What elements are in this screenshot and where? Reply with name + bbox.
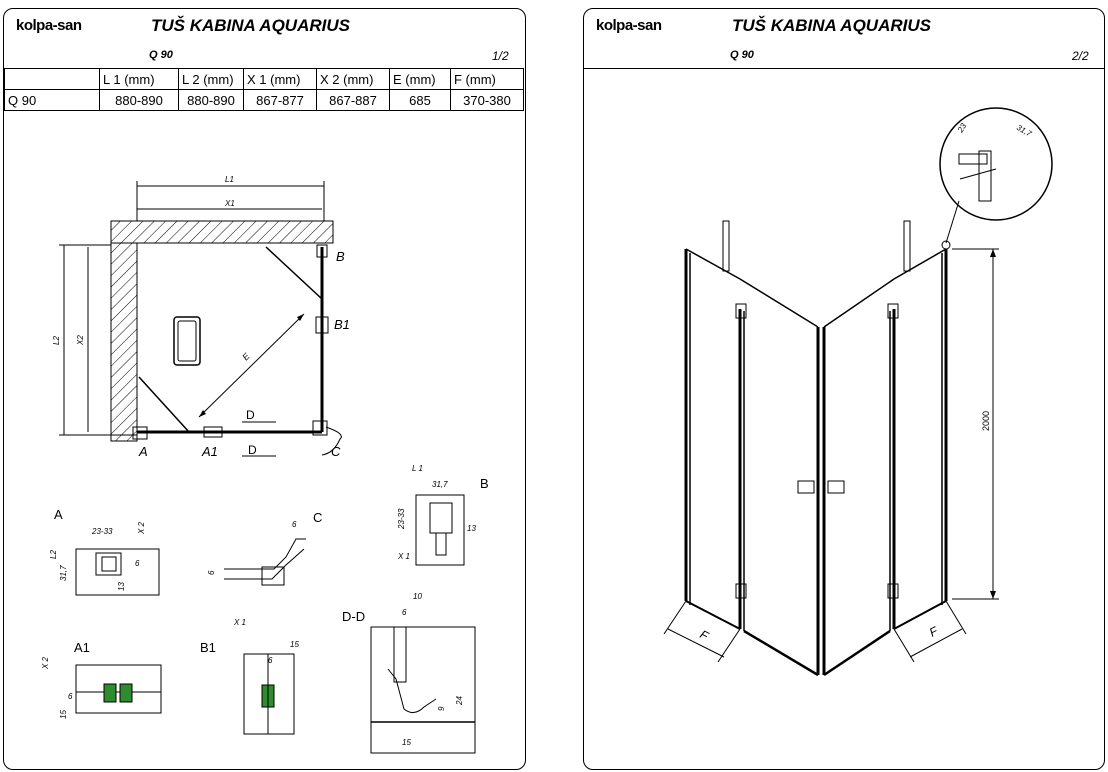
- model-code: Q 90: [149, 49, 173, 61]
- svg-text:9: 9: [437, 706, 446, 711]
- drain-inner: [177, 320, 197, 362]
- door-swing-b: [265, 246, 323, 300]
- back-wall: [110, 220, 334, 244]
- label-l2: L2: [52, 336, 61, 345]
- svg-text:6: 6: [292, 520, 297, 529]
- label-a1: A1: [201, 444, 218, 459]
- detail-a1: A1 X 2 6 15: [41, 640, 162, 719]
- table-cell: 880-890: [178, 89, 244, 111]
- detail-c: C 6 6: [207, 510, 322, 586]
- svg-text:24: 24: [455, 696, 464, 706]
- table-header-row: L 1 (mm) L 2 (mm) X 1 (mm) X 2 (mm) E (m…: [4, 68, 524, 90]
- svg-text:X 1: X 1: [397, 552, 410, 561]
- table-cell: 370-380: [450, 89, 524, 111]
- label-b: B: [336, 249, 345, 264]
- label-x1: X1: [224, 199, 235, 208]
- technical-drawing-sheet-2: 23 31,7: [663, 107, 1053, 677]
- side-wall: [110, 242, 138, 442]
- svg-text:6: 6: [135, 559, 140, 568]
- header-divider: [584, 68, 1104, 69]
- detail-b-label: B: [480, 476, 489, 491]
- svg-text:6: 6: [68, 692, 73, 701]
- technical-drawing-sheet-1: E L1 X1 L2 X2 D D: [41, 175, 489, 754]
- fitting-b1: [315, 316, 329, 334]
- sheet-title: TUŠ KABINA AQUARIUS: [732, 16, 931, 35]
- label-f-left: F: [698, 627, 711, 643]
- sheet-2: kolpa-san TUŠ KABINA AQUARIUS Q 90 2/2 2…: [583, 8, 1105, 770]
- svg-text:6: 6: [268, 656, 273, 665]
- table-row: Q 90 880-890 880-890 867-877 867-887 685…: [4, 89, 524, 111]
- label-b1: B1: [334, 317, 350, 332]
- detail-a1-label: A1: [74, 640, 90, 655]
- svg-text:15: 15: [59, 710, 68, 719]
- fitting-a1: [203, 426, 223, 438]
- svg-text:31,7: 31,7: [59, 565, 68, 581]
- label-d-bottom: D: [248, 443, 257, 457]
- fitting-c: [312, 420, 328, 436]
- table-header-cell: F (mm): [450, 68, 524, 90]
- label-height: 2000: [981, 411, 991, 431]
- table-header-cell: X 1 (mm): [243, 68, 317, 90]
- detail-a-label: A: [54, 507, 63, 522]
- svg-text:X 2: X 2: [137, 521, 146, 535]
- fitting-b: [316, 244, 328, 258]
- fitting-a: [132, 426, 148, 440]
- detail-a: A 23-33 X 2 L2 31,7 6 13: [49, 507, 160, 596]
- label-f-right: F: [927, 624, 940, 640]
- svg-text:31,7: 31,7: [1015, 123, 1033, 139]
- svg-text:L 1: L 1: [412, 464, 423, 473]
- svg-text:13: 13: [467, 524, 476, 533]
- svg-text:L2: L2: [49, 550, 58, 559]
- detail-dd-label: D-D: [342, 609, 365, 624]
- label-d-top: D: [246, 408, 255, 422]
- svg-text:X 2: X 2: [41, 656, 50, 670]
- f-dimensions: F F: [663, 600, 967, 663]
- svg-text:13: 13: [117, 582, 126, 591]
- page-number: 1/2: [492, 49, 509, 63]
- dimension-table: L 1 (mm) L 2 (mm) X 1 (mm) X 2 (mm) E (m…: [4, 68, 524, 111]
- table-header-cell: L 2 (mm): [178, 68, 244, 90]
- table-header-cell: L 1 (mm): [99, 68, 179, 90]
- label-l1: L1: [225, 175, 234, 184]
- svg-text:6: 6: [207, 570, 216, 575]
- kolpa-san-logo: kolpa-san: [596, 17, 662, 34]
- svg-text:15: 15: [290, 640, 299, 649]
- drain-outline: [173, 316, 201, 366]
- sheet-title: TUŠ KABINA AQUARIUS: [151, 16, 350, 35]
- svg-text:23-33: 23-33: [397, 508, 406, 530]
- table-cell: Q 90: [4, 89, 100, 111]
- svg-text:31,7: 31,7: [432, 480, 448, 489]
- svg-text:10: 10: [413, 592, 422, 601]
- table-cell: 867-887: [316, 89, 390, 111]
- dimension-e-line: [198, 313, 305, 418]
- label-c: C: [331, 444, 341, 459]
- label-a: A: [138, 444, 148, 459]
- sheet-1: kolpa-san TUŠ KABINA AQUARIUS Q 90 1/2 L…: [3, 8, 526, 770]
- detail-dd: D-D 10 6 24 9 15: [342, 592, 476, 754]
- door-swing-a: [138, 376, 190, 433]
- detail-b1: B1 X 1 15 6: [200, 618, 299, 735]
- detail-c-label: C: [313, 510, 322, 525]
- corner-c-curve: [321, 426, 342, 456]
- model-code: Q 90: [730, 49, 754, 61]
- svg-text:15: 15: [402, 738, 411, 747]
- profile-detail: 23 31,7: [939, 107, 1053, 250]
- svg-text:X 1: X 1: [233, 618, 246, 627]
- kolpa-san-logo: kolpa-san: [16, 17, 82, 34]
- enclosure-3d: [684, 220, 948, 677]
- svg-text:23-33: 23-33: [91, 527, 113, 536]
- detail-b1-label: B1: [200, 640, 216, 655]
- label-e: E: [240, 350, 252, 362]
- page-number: 2/2: [1072, 49, 1089, 63]
- height-dimension: 2000: [952, 248, 999, 600]
- detail-b: B L 1 31,7 23-33 13 X 1: [397, 464, 489, 566]
- plan-view: E L1 X1 L2 X2 D D: [52, 175, 350, 459]
- table-cell: 867-877: [243, 89, 317, 111]
- table-cell: 880-890: [99, 89, 179, 111]
- label-x2: X2: [76, 335, 85, 346]
- table-cell: 685: [389, 89, 451, 111]
- svg-text:6: 6: [402, 608, 407, 617]
